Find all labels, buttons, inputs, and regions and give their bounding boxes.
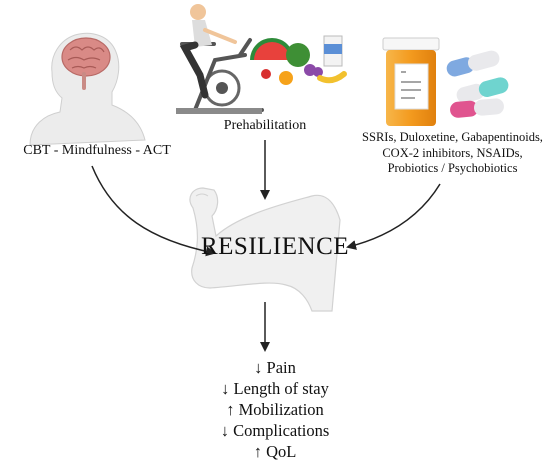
- right-intervention-label: SSRIs, Duloxetine, Gabapentinoids, COX-2…: [355, 130, 550, 177]
- outcome-item: ↑ Mobilization: [226, 400, 324, 419]
- right-intervention-line: Probiotics / Psychobiotics: [387, 161, 518, 175]
- flexed-arm-icon: [189, 187, 341, 312]
- outcome-item: ↑ QoL: [253, 442, 297, 461]
- arrow-from-left: [91, 165, 216, 257]
- outcome-item: ↓ Complications: [220, 421, 330, 440]
- top-intervention-label: Prehabilitation: [223, 118, 307, 133]
- right-intervention-line: COX-2 inhibitors, NSAIDs,: [382, 145, 523, 160]
- outcome-item: ↓ Pain: [254, 358, 296, 377]
- right-intervention-line: SSRIs, Duloxetine, Gabapentinoids,: [362, 130, 543, 144]
- pills-bottle-icon: [382, 37, 509, 126]
- left-intervention-label: CBT - Mindfulness - ACT: [23, 143, 171, 158]
- outcome-item: ↓ Length of stay: [221, 379, 329, 398]
- arrow-from-right: [346, 183, 441, 250]
- brain-head-icon: [29, 32, 146, 146]
- resilience-title: RESILIENCE: [200, 233, 350, 260]
- exercise-bike-nutrition-icon: [176, 4, 347, 114]
- outcomes-list: ↓ Pain ↓ Length of stay ↑ Mobilization ↓…: [145, 357, 405, 462]
